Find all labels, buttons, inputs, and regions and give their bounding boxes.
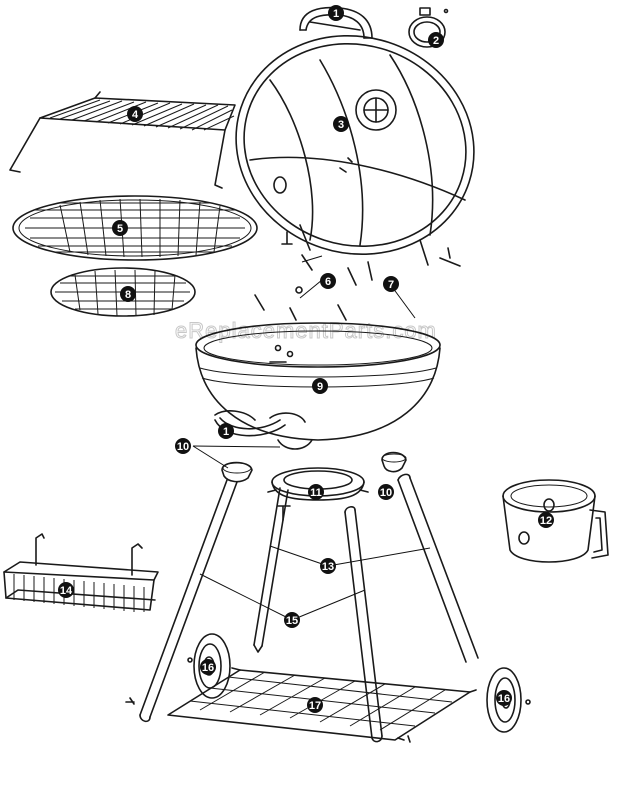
callout-badge [307, 697, 323, 713]
callout-c3: 3 [333, 116, 349, 132]
callout-label: 11 [310, 487, 322, 499]
leg-socket-left [221, 461, 253, 483]
callout-c1a: 1 [328, 5, 344, 21]
callout-label: 7 [388, 279, 394, 291]
callout-badge [218, 423, 234, 439]
callout-label: 9 [317, 381, 323, 393]
callout-badge [120, 286, 136, 302]
callout-badge [428, 32, 444, 48]
callout-badge [284, 612, 300, 628]
callout-c4: 4 [127, 106, 143, 122]
leader-lines [192, 255, 431, 621]
callout-c10b: 10 [378, 484, 394, 500]
callout-label: 17 [309, 700, 321, 712]
callout-c8: 8 [120, 286, 136, 302]
callout-label: 16 [498, 693, 510, 705]
callout-c16a: 16 [200, 659, 216, 675]
callout-label: 10 [177, 441, 189, 453]
callout-c1b: 1 [218, 423, 234, 439]
callout-badge [383, 276, 399, 292]
storage-basket [3, 533, 159, 612]
small-hardware [125, 697, 411, 743]
callout-c6: 6 [320, 273, 336, 289]
callout-label: 5 [117, 223, 123, 235]
callout-c14: 14 [58, 582, 74, 598]
vent-damper [408, 7, 449, 48]
callout-badge [58, 582, 74, 598]
callout-label: 12 [540, 515, 552, 527]
callout-badge [200, 659, 216, 675]
grill-legs [139, 473, 479, 743]
callout-c16b: 16 [496, 690, 512, 706]
callout-label: 13 [322, 561, 334, 573]
callout-c10a: 10 [175, 438, 191, 454]
callout-badge [312, 378, 328, 394]
callout-c7: 7 [383, 276, 399, 292]
callout-label: 3 [338, 119, 344, 131]
leg-socket-right [381, 451, 407, 473]
callout-label: 14 [60, 585, 73, 597]
callout-c9: 9 [312, 378, 328, 394]
grill-lid [235, 34, 475, 266]
callout-badge [175, 438, 191, 454]
callout-c13: 13 [320, 558, 336, 574]
bowl-handle [214, 417, 286, 437]
callout-badge [378, 484, 394, 500]
bottom-rack [167, 667, 477, 741]
callout-label: 15 [286, 615, 298, 627]
callout-badge [127, 106, 143, 122]
callout-c17: 17 [307, 697, 323, 713]
callout-badge [308, 484, 324, 500]
callout-label: 16 [202, 662, 214, 674]
callout-label: 4 [132, 109, 139, 121]
callout-badge [328, 5, 344, 21]
callout-badge [320, 273, 336, 289]
callout-label: 8 [125, 289, 131, 301]
callout-label: 6 [325, 276, 331, 288]
ash-pan [502, 479, 609, 563]
callout-label: 1 [223, 426, 229, 438]
callout-c11: 11 [308, 484, 324, 500]
callout-label: 1 [333, 8, 339, 20]
callout-c5: 5 [112, 220, 128, 236]
cooking-grate [12, 195, 258, 261]
watermark-text: eReplacementParts.com [175, 318, 437, 343]
callout-badge [538, 512, 554, 528]
callout-badge [112, 220, 128, 236]
callout-c2: 2 [428, 32, 444, 48]
callout-badge [496, 690, 512, 706]
callout-badge [320, 558, 336, 574]
callout-c12: 12 [538, 512, 554, 528]
callout-label: 10 [380, 487, 392, 499]
grill-bowl [195, 322, 441, 450]
callout-label: 2 [433, 35, 439, 47]
callout-c15: 15 [284, 612, 300, 628]
callout-badge [333, 116, 349, 132]
warming-rack [9, 91, 236, 189]
hardware-bolts [254, 157, 461, 363]
